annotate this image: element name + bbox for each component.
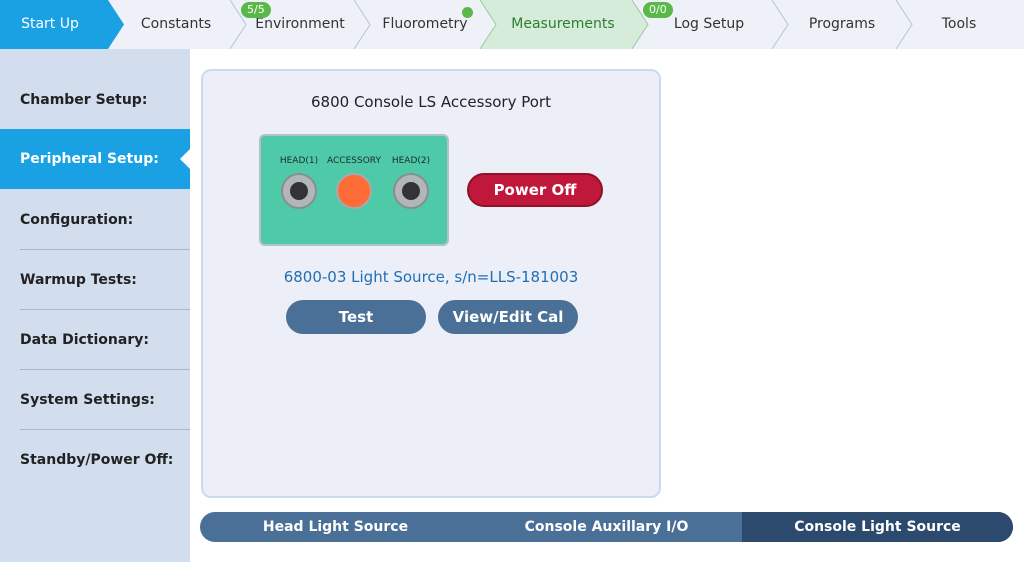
accessory-port-icon	[336, 173, 372, 209]
accessory-port-panel: 6800 Console LS Accessory Port HEAD(1) A…	[201, 69, 661, 498]
light-source-segmented-control: Head Light Source Console Auxillary I/O …	[200, 512, 1013, 542]
tab-constants[interactable]: Constants	[140, 16, 212, 32]
tab-start-up[interactable]: Start Up	[21, 16, 79, 32]
sidebar-item-data-dictionary[interactable]: Data Dictionary:	[0, 310, 190, 370]
tab-programs[interactable]: Programs	[808, 16, 876, 32]
sidebar-item-chamber-setup[interactable]: Chamber Setup:	[0, 70, 190, 130]
sidebar-item-label: Chamber Setup:	[20, 92, 148, 108]
tab-log-setup[interactable]: Log Setup	[673, 16, 745, 32]
port-diagram: HEAD(1) ACCESSORY HEAD(2)	[259, 134, 449, 246]
port-label-head2: HEAD(2)	[391, 156, 431, 166]
power-off-button[interactable]: Power Off	[467, 173, 603, 207]
sidebar-item-label: Data Dictionary:	[20, 332, 149, 348]
nav-chevrons	[0, 0, 913, 49]
segment-console-light-source[interactable]: Console Light Source	[742, 512, 1013, 542]
view-edit-cal-button[interactable]: View/Edit Cal	[438, 300, 578, 334]
tab-environment[interactable]: Environment	[255, 16, 345, 32]
tab-measurements[interactable]: Measurements	[511, 16, 615, 32]
sidebar-item-label: Configuration:	[20, 212, 134, 228]
tab-tools[interactable]: Tools	[941, 16, 977, 32]
port-label-head1: HEAD(1)	[279, 156, 319, 166]
fluorometry-status-dot	[462, 7, 473, 18]
tab-fluorometry[interactable]: Fluorometry	[382, 16, 468, 32]
test-button[interactable]: Test	[286, 300, 426, 334]
sidebar-item-peripheral-setup[interactable]: Peripheral Setup:	[0, 129, 190, 189]
sidebar-item-label: Peripheral Setup:	[20, 151, 159, 167]
sidebar-item-label: Warmup Tests:	[20, 272, 137, 288]
sidebar-item-label: System Settings:	[20, 392, 155, 408]
log-setup-count-badge: 0/0	[643, 2, 673, 18]
head2-port-icon	[393, 173, 429, 209]
sidebar-item-label: Standby/Power Off:	[20, 452, 174, 468]
port-label-accessory: ACCESSORY	[327, 156, 381, 166]
sidebar: Chamber Setup: Peripheral Setup: Configu…	[0, 49, 190, 562]
environment-count-badge: 5/5	[241, 2, 271, 18]
sidebar-item-system-settings[interactable]: System Settings:	[0, 370, 190, 430]
sidebar-item-standby-power-off[interactable]: Standby/Power Off:	[0, 430, 190, 490]
sidebar-item-warmup-tests[interactable]: Warmup Tests:	[0, 250, 190, 310]
sidebar-item-configuration[interactable]: Configuration:	[0, 190, 190, 250]
panel-title: 6800 Console LS Accessory Port	[311, 93, 551, 111]
head1-port-icon	[281, 173, 317, 209]
segment-head-light-source[interactable]: Head Light Source	[262, 519, 409, 535]
segment-console-auxillary-io[interactable]: Console Auxillary I/O	[524, 519, 689, 535]
device-info: 6800-03 Light Source, s/n=LLS-181003	[283, 268, 579, 286]
top-navigation: Start Up Constants Environment 5/5 Fluor…	[0, 0, 1024, 49]
selection-pointer-icon	[180, 149, 190, 169]
